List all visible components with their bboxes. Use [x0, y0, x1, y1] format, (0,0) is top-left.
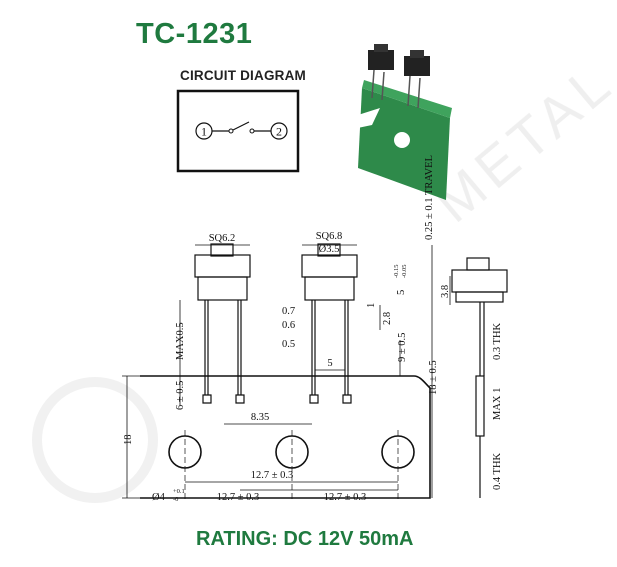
rating-text: RATING: DC 12V 50mA — [196, 528, 414, 550]
switch-front-view-1 — [194, 243, 251, 404]
dimension-lines — [122, 244, 451, 499]
terminal-2-label: 2 — [276, 125, 282, 139]
switch-side-view — [451, 257, 508, 498]
dim-18: 18 — [123, 435, 134, 446]
dim-thk04: 0.4 THK — [492, 452, 503, 490]
dim-1: 1 — [366, 303, 377, 308]
dim-28: 2.8 — [382, 312, 393, 325]
part-title: TC-1231 — [136, 18, 253, 50]
dim-9: 9 ± 0.5 — [397, 333, 408, 362]
dim-835: 8.35 — [251, 412, 269, 423]
circuit-diagram: 1 2 — [176, 89, 300, 173]
dim-sq68: SQ6.8 — [316, 231, 343, 242]
dim-05: 0.5 — [282, 339, 295, 350]
dim-6: 6 ± 0.5 — [175, 381, 186, 410]
dim-max1: MAX 1 — [492, 388, 503, 420]
dim-d4: Ø4 — [152, 492, 166, 503]
dim-5: 5 — [396, 290, 407, 295]
dim-06: 0.6 — [282, 320, 295, 331]
dim-travel: 0.25 ± 0.1 TRAVEL — [424, 155, 435, 240]
dim-07: 0.7 — [282, 306, 295, 317]
circuit-diagram-label: CIRCUIT DIAGRAM — [180, 68, 306, 83]
dim-18-05: 18 ± 0.5 — [428, 360, 439, 395]
dim-sq62: SQ6.2 — [209, 233, 236, 244]
dimension-labels: SQ6.2 SQ6.8 Ø3.5 0.25 ± 0.1 TRAVEL 5 -0.… — [123, 155, 503, 503]
carrier-tape — [140, 375, 431, 500]
dim-127-a: 12.7 ± 0.3 — [251, 470, 294, 481]
dim-38: 3.8 — [440, 285, 451, 298]
dim-thk03: 0.3 THK — [492, 322, 503, 360]
dim-127-b: 12.7 ± 0.3 — [217, 492, 260, 503]
dim-d4-up: +0.1 — [173, 488, 185, 495]
dim-5-tol-dn: -0.05 — [401, 264, 408, 278]
watermark-text: METAL — [422, 49, 617, 234]
terminal-2-icon — [270, 122, 288, 140]
dim-127-c: 12.7 ± 0.3 — [324, 492, 367, 503]
dim-max05: MAX0.5 — [175, 322, 186, 360]
dim-d4-dn: -0 — [173, 496, 178, 503]
terminal-1-label: 1 — [201, 125, 207, 139]
switch-front-view-2 — [301, 243, 358, 404]
switch-contact-icon — [232, 121, 250, 131]
dim-5-tol-up: -0.15 — [393, 264, 400, 278]
dim-5b: 5 — [327, 358, 332, 369]
product-photo — [348, 44, 452, 200]
watermark: METAL — [32, 49, 617, 503]
dim-d35: Ø3.5 — [319, 244, 340, 255]
